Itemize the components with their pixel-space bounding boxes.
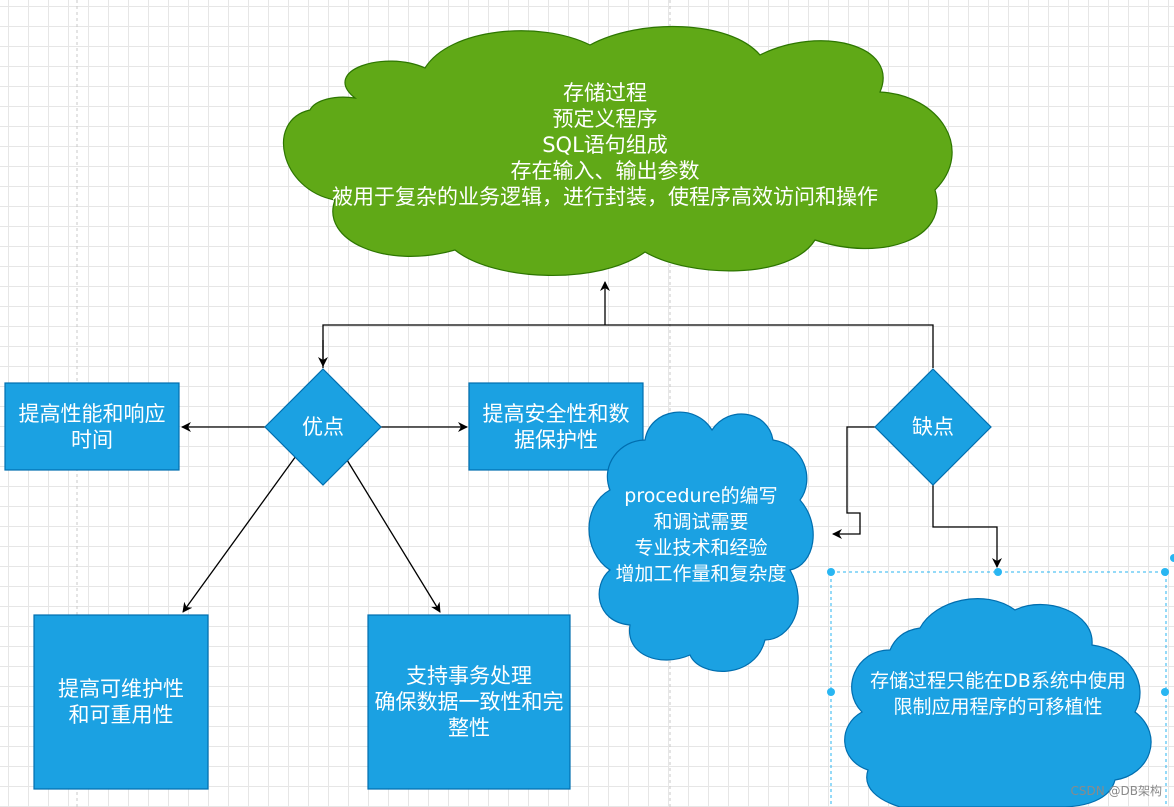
arrow-to-maintain-box [182,455,297,613]
main-cloud-text: 存储过程 预定义程序 SQL语句组成 存在输入、输出参数 被用于复杂的业务逻辑，… [300,78,910,212]
main-cloud-line-4: 存在输入、输出参数 [510,159,700,183]
perf-box-label: 提高性能和响应 时间 [18,401,166,452]
main-cloud-line-2: 预定义程序 [552,107,658,131]
selection-handle-top-right[interactable] [1161,568,1169,576]
complexity-cloud-label: procedure的编写 和调试需要 专业技术和经验 增加工作量和复杂度 [615,485,787,585]
selection-handle-top-center[interactable] [994,568,1002,576]
watermark: CSDN @DB架构 [1070,784,1162,798]
selection-handle-top-left[interactable] [827,568,835,576]
portability-cloud-shape[interactable] [844,598,1152,807]
selection-handle-mid-right[interactable] [1161,688,1169,696]
rotate-handle[interactable] [1170,554,1174,562]
advantages-diamond[interactable] [264,368,382,486]
disadvantages-label: 缺点 [912,415,954,439]
connector-advantages-to-cloud [322,324,605,368]
perf-box-shape[interactable] [4,382,180,471]
selection-handle-mid-left[interactable] [827,688,835,696]
advantages-label: 优点 [302,415,344,439]
arrow-to-portability-cloud [932,485,1002,568]
portability-cloud-label: 存储过程只能在DB系统中使用 限制应用程序的可移植性 [870,670,1126,718]
main-cloud-shape[interactable] [283,25,953,276]
main-cloud-line-3: SQL语句组成 [542,133,668,157]
transaction-box-shape[interactable] [367,614,571,790]
connector-disadvantages-to-cloud [605,324,934,368]
main-cloud-line-1: 存储过程 [563,81,647,105]
transaction-box-label: 支持事务处理 确保数据一致性和完 整性 [374,664,564,740]
security-box-label: 提高安全性和数 据保护性 [482,401,630,452]
maintain-box-label: 提高可维护性 和可重用性 [58,677,184,727]
arrow-to-complexity-cloud [832,426,876,539]
maintain-box-shape[interactable] [33,614,209,790]
complexity-cloud-shape[interactable] [588,411,814,672]
main-cloud-line-5: 被用于复杂的业务逻辑，进行封装，使程序高效访问和操作 [332,185,878,209]
arrow-to-transaction-box [346,459,441,613]
disadvantages-diamond[interactable] [874,368,992,486]
